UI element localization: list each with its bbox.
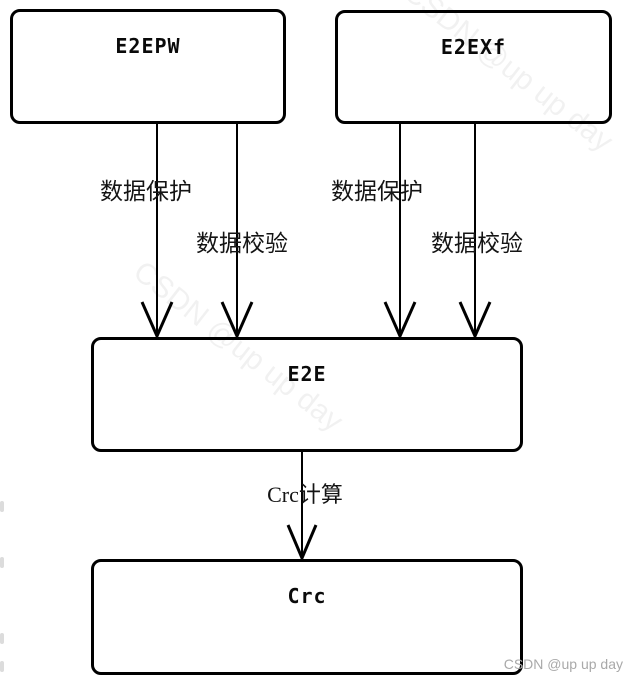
edge-label-data-protect-left: 数据保护	[100, 179, 192, 204]
arrow-crc-calc	[286, 452, 318, 562]
node-e2epw-label: E2EPW	[115, 34, 181, 58]
edge-label-data-protect-right: 数据保护	[331, 179, 423, 204]
arrow-e2exf-check	[458, 124, 492, 340]
node-e2exf: E2EXf	[335, 10, 612, 124]
edge-artifact	[0, 661, 4, 672]
node-e2exf-label: E2EXf	[440, 35, 507, 59]
csdn-watermark: CSDN @up up day	[503, 656, 623, 672]
node-crc-label: Crc	[287, 584, 327, 608]
node-e2epw: E2EPW	[10, 9, 286, 124]
edge-artifact	[0, 633, 4, 644]
node-e2e: E2E	[91, 337, 523, 452]
edge-artifact	[0, 557, 4, 568]
edge-label-crc-calc: Crc计算	[267, 482, 343, 507]
node-crc: Crc	[91, 559, 523, 675]
arrow-e2exf-protect	[383, 124, 417, 340]
node-e2e-label: E2E	[287, 362, 327, 386]
edge-artifact	[0, 501, 4, 512]
edge-label-data-check-right: 数据校验	[431, 231, 523, 256]
arrow-e2epw-check	[220, 124, 254, 340]
arrow-e2epw-protect	[140, 124, 174, 340]
edge-label-data-check-left: 数据校验	[196, 231, 288, 256]
